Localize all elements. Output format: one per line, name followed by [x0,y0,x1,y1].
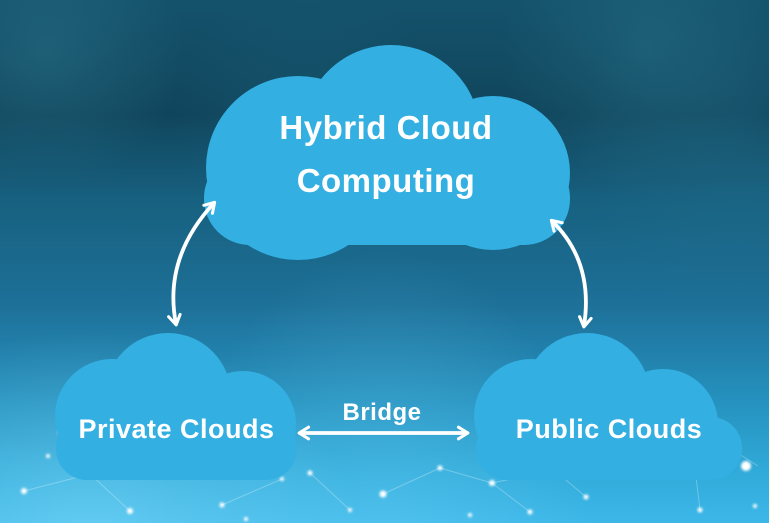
arrow-main-public [549,218,593,329]
arrow-main-private [167,200,217,327]
main-cloud-label: Hybrid Cloud Computing [279,109,493,199]
main-cloud [204,45,570,260]
private-cloud [55,333,297,480]
bridge-label: Bridge [342,399,422,426]
public-cloud-label: Public Clouds [515,414,703,444]
public-cloud [474,333,742,480]
private-cloud-label: Private Clouds [78,414,275,444]
